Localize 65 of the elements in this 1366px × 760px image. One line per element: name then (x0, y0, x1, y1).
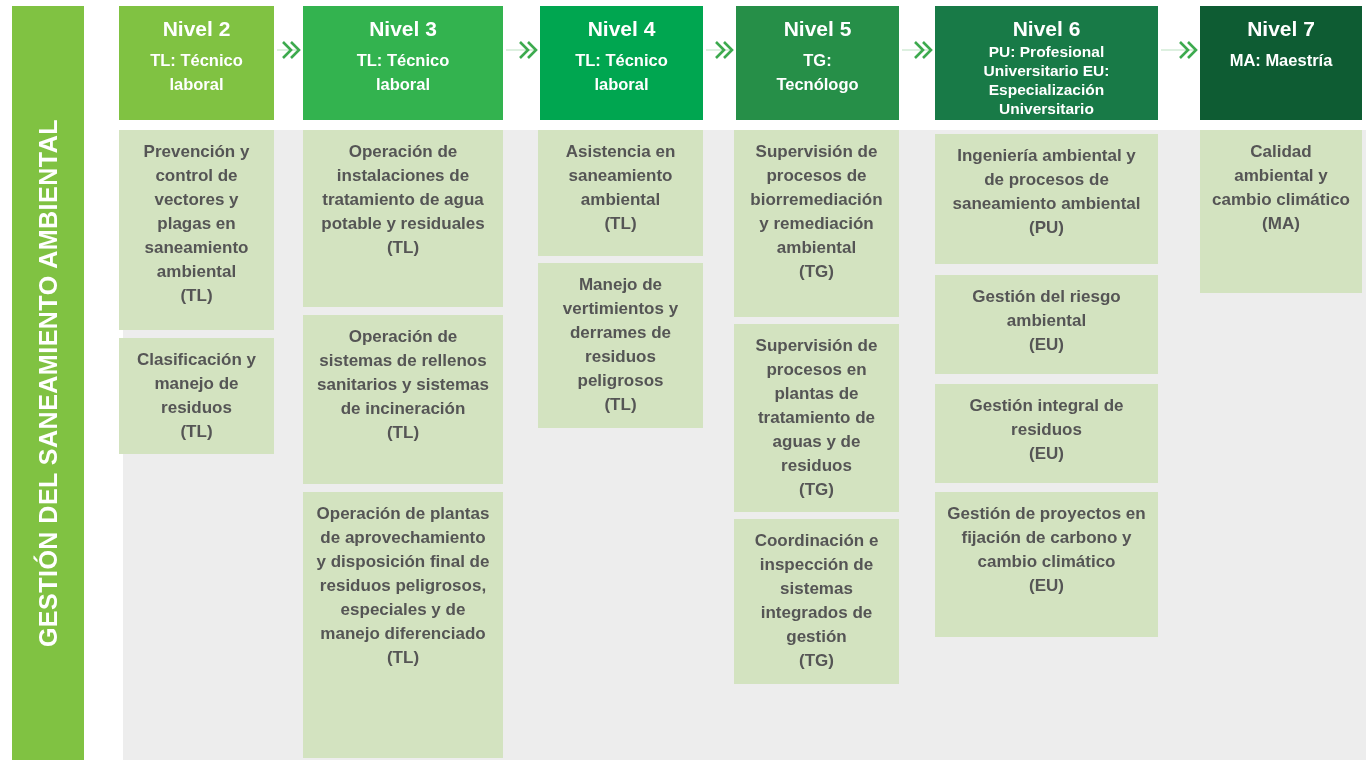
program-name: Gestión integral de residuos (968, 395, 1125, 441)
program-name: Prevención y control de vectores y plagas en saneamiento ambiental (142, 141, 251, 283)
program-name: Gestión de proyectos en fijación de carbono y cambio climático (947, 503, 1146, 573)
program-code: (EU) (1029, 443, 1064, 465)
level-title: Nivel 5 (783, 16, 852, 42)
program-card (119, 130, 274, 330)
level-title: Nivel 4 (587, 16, 656, 42)
program-name: Asistencia en saneamiento ambiental (564, 141, 677, 211)
program-card (303, 492, 503, 758)
level-subtitle: TL: Técnico laboral (355, 50, 451, 95)
program-code: (TG) (799, 479, 834, 501)
category-title: GESTIÓN DEL SANEAMIENTO AMBIENTAL (33, 118, 63, 648)
program-name: Operación de instalaciones de tratamiento de agua potable y residuales (320, 141, 486, 235)
program-card (935, 275, 1158, 374)
program-code: (TG) (799, 650, 834, 672)
program-name: Operación de sistemas de rellenos sanitarios y sistemas de incineración (316, 326, 490, 420)
program-card (303, 130, 503, 307)
program-code: (TL) (180, 285, 213, 307)
program-name: Ingeniería ambiental y de procesos de saneamiento ambiental (951, 145, 1142, 215)
program-name: Operación de plantas de aprovechamiento y disposición final de residuos peligrosos, especiales y de manejo diferenciado (315, 503, 491, 645)
program-code: (TL) (386, 237, 420, 259)
program-name: Manejo de vertimientos y derrames de residuos peligrosos (561, 274, 680, 392)
level-header (119, 6, 274, 120)
program-card (1200, 130, 1362, 293)
level-subtitle: PU: Profesional Universitario EU: Especialización Universitario (982, 42, 1111, 118)
program-code: (MA) (1262, 213, 1300, 235)
program-code: (TL) (386, 647, 420, 669)
level-title: Nivel 7 (1247, 16, 1315, 42)
program-card (538, 130, 703, 256)
level-header (736, 6, 899, 120)
program-card (538, 263, 703, 428)
program-name: Calidad ambiental y cambio climático (1212, 141, 1350, 211)
program-code: (TL) (386, 422, 420, 444)
program-code: (TL) (604, 213, 637, 235)
program-name: Gestión del riesgo ambiental (971, 286, 1122, 332)
level-header (303, 6, 503, 120)
program-code: (TL) (180, 421, 213, 443)
program-card (303, 315, 503, 484)
program-code: (TL) (604, 394, 637, 416)
program-code: (EU) (1029, 334, 1064, 356)
program-card (734, 324, 899, 512)
level-subtitle: TL: Técnico laboral (149, 50, 244, 95)
program-code: (PU) (1029, 217, 1064, 239)
program-name: Supervisión de procesos de biorremediación y remediación ambiental (749, 141, 884, 259)
program-card (734, 519, 899, 684)
program-name: Supervisión de procesos en plantas de tratamiento de aguas y de residuos (754, 335, 879, 477)
program-name: Coordinación e inspección de sistemas integrados de gestión (753, 530, 880, 648)
program-card (935, 134, 1158, 264)
program-code: (TG) (799, 261, 834, 283)
program-card (935, 384, 1158, 483)
level-title: Nivel 6 (1012, 16, 1081, 42)
program-card (935, 492, 1158, 637)
level-subtitle: TL: Técnico laboral (574, 50, 669, 95)
category-band (12, 6, 84, 760)
level-header (1200, 6, 1362, 120)
level-subtitle: TG: Tecnólogo (775, 50, 860, 95)
program-code: (EU) (1029, 575, 1064, 597)
level-subtitle: MA: Maestría (1229, 50, 1333, 71)
program-card (119, 338, 274, 454)
level-title: Nivel 2 (162, 16, 231, 42)
level-header (935, 6, 1158, 120)
level-header (540, 6, 703, 120)
program-name: Clasificación y manejo de residuos (135, 349, 258, 419)
level-title: Nivel 3 (369, 16, 437, 42)
program-card (734, 130, 899, 317)
